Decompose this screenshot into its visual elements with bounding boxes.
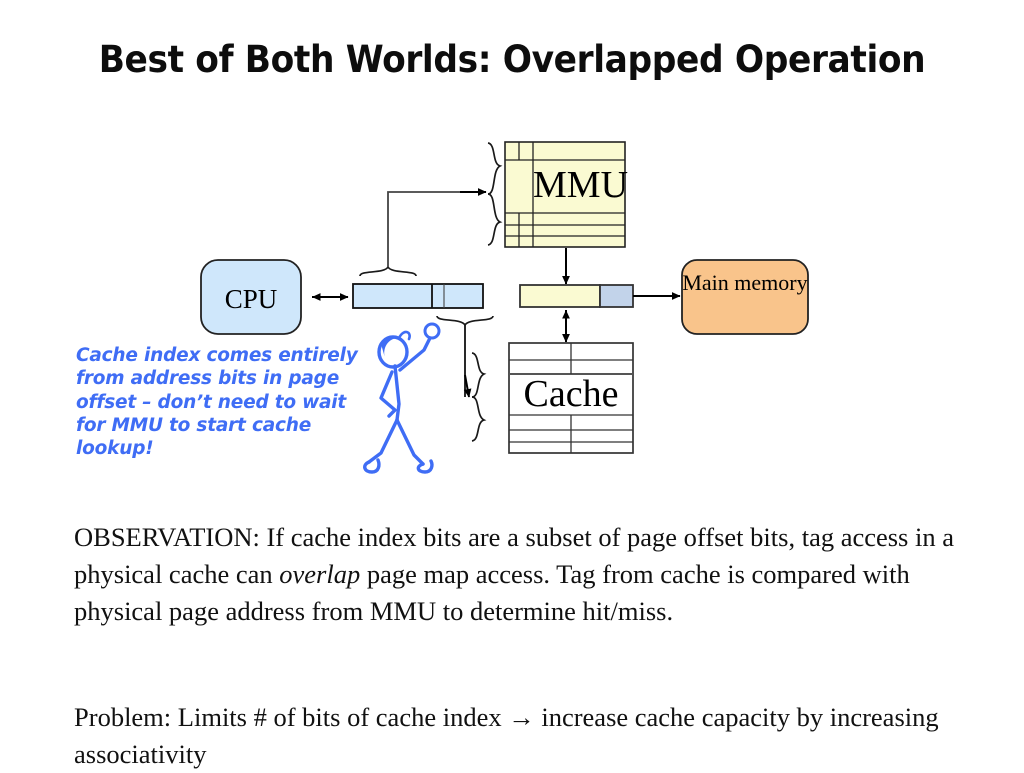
- cpu-box[interactable]: [200, 259, 302, 335]
- stick-figure-person: [363, 322, 441, 474]
- page-title: Best of Both Worlds: Overlapped Operatio…: [98, 38, 926, 81]
- brace-mmu-input-lower: [487, 193, 503, 246]
- annotation-line: for MMU to start cache: [76, 414, 312, 436]
- annotation-line: lookup!: [76, 438, 154, 460]
- brace-page-offset-bottom: [436, 315, 494, 327]
- problem-paragraph: Problem: Limits # of bits of cache index…: [74, 701, 939, 769]
- observation-emphasis: overlap: [279, 558, 361, 589]
- annotation-line: offset – don’t need to wait: [76, 391, 347, 413]
- page-number-to-mmu-line: [387, 191, 482, 267]
- brace-cache-input-lower: [471, 396, 487, 442]
- annotation-line: Cache index comes entirely: [76, 345, 358, 366]
- observation-text-part2: page map access. Tag from cache is compa…: [74, 558, 910, 626]
- physical-address-bar[interactable]: [519, 284, 634, 308]
- page-offset-to-cache-arrow: [463, 374, 472, 398]
- annotation-line: from address bits in page: [76, 368, 340, 390]
- handwritten-annotation: Cache index comes entirely from address …: [76, 344, 386, 460]
- observation-paragraph: OBSERVATION: If cache index bits are a s…: [74, 519, 954, 630]
- brace-cache-input-upper: [471, 352, 487, 398]
- mmu-box[interactable]: [504, 141, 626, 248]
- observation-text-part1: OBSERVATION: If cache index bits are a s…: [74, 521, 954, 589]
- brace-mmu-input: [487, 142, 503, 195]
- brace-page-number-top: [359, 265, 417, 277]
- cache-box[interactable]: [508, 342, 634, 454]
- virtual-address-bar[interactable]: [352, 283, 484, 309]
- main-memory-box[interactable]: [681, 259, 809, 335]
- diagram-canvas: [200, 141, 809, 474]
